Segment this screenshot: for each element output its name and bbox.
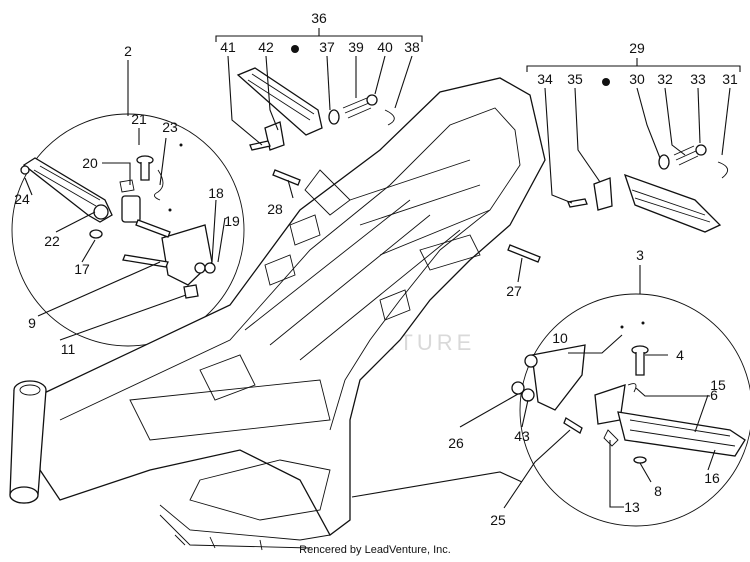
callout-21: 21 (131, 111, 147, 127)
marker-dot-small (620, 325, 624, 329)
marker-dot (602, 78, 610, 86)
callout-42: 42 (258, 39, 274, 55)
leader-lines (24, 55, 731, 509)
steering-head (9, 380, 47, 504)
callout-38: 38 (404, 39, 420, 55)
footer-credit: Rencered by LeadVenture, Inc. (299, 544, 451, 556)
bolt-28 (272, 169, 301, 186)
main-frame (39, 77, 546, 551)
callout-41: 41 (220, 39, 236, 55)
group-bracket-29 (526, 65, 741, 72)
callout-29: 29 (629, 40, 645, 56)
callout-11: 11 (61, 341, 76, 357)
callout-43: 43 (514, 428, 530, 444)
passenger-footpeg-right (567, 144, 728, 233)
callout-9: 9 (28, 315, 36, 331)
marker-dot-small (641, 321, 645, 325)
callout-19: 19 (224, 213, 240, 229)
callout-10: 10 (552, 330, 568, 346)
callout-31: 31 (722, 71, 738, 87)
callout-3: 3 (636, 247, 644, 263)
callout-32: 32 (657, 71, 673, 87)
callout-18: 18 (208, 185, 224, 201)
passenger-footpeg-left (236, 67, 395, 151)
callout-34: 34 (537, 71, 553, 87)
callout-35: 35 (567, 71, 583, 87)
callout-23: 23 (162, 119, 178, 135)
callout-22: 22 (44, 233, 60, 249)
callout-28: 28 (267, 201, 283, 217)
callout-4: 4 (676, 347, 684, 363)
callout-labels: 36 41 42 37 39 40 38 29 34 35 30 32 33 3… (14, 10, 738, 528)
marker-dot-small (168, 208, 172, 212)
callout-15: 15 (710, 377, 726, 393)
detail-circle-right (519, 293, 750, 527)
callout-37: 37 (319, 39, 335, 55)
callout-30: 30 (629, 71, 645, 87)
callout-20: 20 (82, 155, 98, 171)
callout-40: 40 (377, 39, 393, 55)
callout-39: 39 (348, 39, 364, 55)
callout-36: 36 (311, 10, 327, 26)
callout-8: 8 (654, 483, 662, 499)
right-footpeg-assembly (511, 344, 746, 464)
bolt-27 (507, 244, 541, 263)
callout-33: 33 (690, 71, 706, 87)
callout-24: 24 (14, 191, 30, 207)
marker-dot-small (179, 143, 183, 147)
marker-dot (291, 45, 299, 53)
callout-26: 26 (448, 435, 464, 451)
callout-16: 16 (704, 470, 720, 486)
callout-2: 2 (124, 43, 132, 59)
callout-25: 25 (490, 512, 506, 528)
callout-27: 27 (506, 283, 522, 299)
callout-6: 6 (710, 387, 718, 403)
detail-circle-left (11, 113, 245, 347)
left-footpeg-assembly (20, 155, 216, 299)
callout-13: 13 (624, 499, 640, 515)
callout-17: 17 (74, 261, 90, 277)
